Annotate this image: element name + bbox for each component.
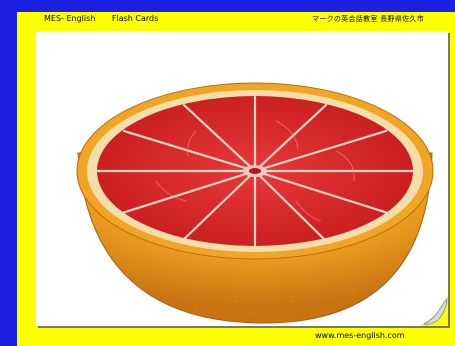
card-header: MES- English Flash Cards マークの英会話教室 長野県佐久…	[17, 12, 455, 26]
page-curl-icon	[418, 296, 448, 326]
grapefruit-icon	[76, 82, 434, 324]
flash-card: MES- English Flash Cards マークの英会話教室 長野県佐久…	[17, 12, 455, 346]
image-panel	[36, 31, 448, 326]
footer-url: www.mes-english.com	[315, 331, 405, 340]
brand-name: MES- English	[44, 14, 96, 23]
header-left: MES- English Flash Cards	[44, 12, 158, 26]
header-japanese-text: マークの英会話教室 長野県佐久市	[312, 15, 425, 23]
card-title: Flash Cards	[111, 14, 159, 23]
